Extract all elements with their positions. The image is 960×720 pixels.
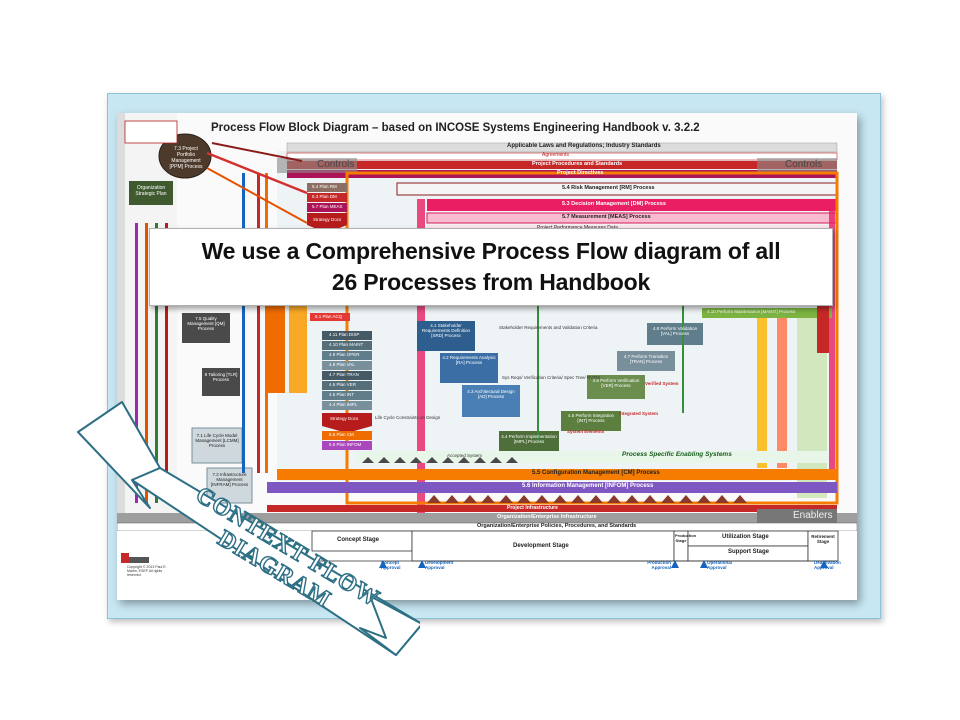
plan-impl: 4.4 Plan IMPL [329, 402, 358, 407]
directives-banner: Project Directives [557, 170, 604, 176]
callout-line-2: 26 Processes from Handbook [331, 269, 651, 295]
controls-right-label: Controls [785, 159, 823, 170]
laws-banner: Applicable Laws and Regulations; Industr… [507, 143, 661, 149]
decision-banner: 5.3 Decision Management [DM] Process [562, 201, 666, 207]
plan-disp: 4.11 Plan DISP [329, 332, 360, 337]
info-banner: 5.6 Information Management [INFOM] Proce… [522, 483, 654, 489]
diagram-title: Process Flow Block Diagram – based on IN… [211, 122, 700, 134]
strategy-docs-bottom: Strategy Docs [330, 416, 359, 421]
ra-block: 4.2 Requirements Analysis [RA] Process [442, 355, 496, 365]
plan-tran: 4.7 Plan TRAN [329, 372, 359, 377]
ppm-block: 7.3 Project Portfolio Management [PPM] P… [169, 146, 203, 170]
support-stage: Support Stage [728, 549, 770, 555]
callout-box: We use a Comprehensive Process Flow diag… [149, 228, 833, 306]
utilization-stage: Utilization Stage [722, 534, 769, 540]
agreements-banner: Agreements [542, 152, 569, 158]
plan-meas: 5.7 Plan MEAS [312, 204, 343, 209]
controls-left-label: Controls [317, 159, 355, 170]
impl-block: 4.4 Perform Implementation [IMPL] Proces… [501, 434, 557, 444]
lifecycle-flow: Life Cycle Constraints on Design [375, 415, 441, 420]
int-block: 4.5 Perform Integration [INT] Process [567, 413, 615, 423]
integrated-system-label: Integrated System [619, 411, 659, 416]
deactivation-approval: Deactivation Approval [814, 560, 841, 570]
verified-system-label: Verified System [645, 381, 679, 386]
ribbon-band [131, 467, 420, 656]
plan-val: 4.8 Plan VAL [329, 362, 355, 367]
plan-infom: 5.6 Plan INFOM [329, 442, 362, 447]
plan-acq: 5.1 Plan ACQ [315, 314, 343, 319]
project-infra-banner: Project Infrastructure [507, 505, 558, 511]
config-banner: 5.5 Configuration Management [CM] Proces… [532, 470, 660, 476]
qm-block: 7.5 Quality Management [QM] Process [187, 316, 225, 331]
plan-rm: 5.4 Plan RM [312, 184, 337, 189]
copyright-note: Copyright © 2013 Paul E. Martin, ESEP Al… [127, 565, 167, 577]
risk-banner: 5.4 Risk Management [RM] Process [562, 185, 655, 191]
system-elements-label: System Elements [567, 429, 605, 434]
org-strategic-block: Organization Strategic Plan [135, 185, 167, 197]
val-block: 4.8 Perform Validation [VAL] Process [652, 326, 698, 336]
context-flow-ribbon: CONTEXT FLOW DIAGRAM [77, 401, 420, 656]
development-stage: Development Stage [513, 543, 569, 549]
stakeholder-req-flow: Stakeholder Requirements and Validation … [499, 325, 598, 330]
srd-block: 4.1 Stakeholder Requirements Definition … [421, 323, 471, 338]
callout-text: We use a Comprehensive Process Flow diag… [202, 236, 781, 298]
measurement-banner: 5.7 Measurement [MEAS] Process [562, 214, 651, 220]
accepted-system-label: Accepted System [447, 453, 483, 458]
ad-block: 4.3 Architectural Design [AD] Process [467, 389, 515, 399]
tlr-block: 8 Tailoring [TLR] Process [204, 372, 238, 382]
sys-reqs-flow: Sys Reqs/ Verification Criteria/ Spec Tr… [502, 375, 600, 380]
plan-oper: 4.9 Plan OPER [329, 352, 360, 357]
infram-block: 7.2 Infrastructure Management [INFRAM] P… [210, 472, 249, 487]
production-stage: Production Stage [675, 533, 697, 543]
plan-maint: 4.10 Plan MAINT [329, 342, 364, 347]
enabling-systems-label: Process Specific Enabling Systems [622, 451, 732, 458]
org-policies-banner: Organization/Enterprise Policies, Proced… [477, 523, 637, 529]
concept-approval: Concept Approval [381, 560, 401, 570]
strategy-docs-top: Strategy Docs [313, 217, 342, 222]
ribbon-left-tail [77, 401, 161, 509]
org-infra-banner: Organization/Enterprise Infrastructure [497, 514, 597, 520]
lcmm-block: 7.1 Life Cycle Model Management [LCMM] P… [195, 433, 239, 448]
callout-line-1: We use a Comprehensive Process Flow diag… [201, 238, 781, 264]
maint-banner: 4.10 Perform Maintenance [MAINT] Process [707, 309, 796, 314]
plan-ver: 4.6 Plan VER [329, 382, 357, 387]
concept-stage: Concept Stage [337, 537, 380, 543]
plan-cm: 5.5 Plan CM [329, 432, 354, 437]
ribbon-right-tail [359, 595, 420, 656]
development-approval: Development Approval [425, 560, 454, 570]
procedures-banner: Project Procedures and Standards [532, 161, 623, 167]
enablers-label: Enablers [793, 510, 833, 521]
ver-block: 4.6 Perform Verification [VER] Process [592, 378, 640, 388]
operational-approval: Operational Approval [707, 560, 733, 570]
plan-dm: 5.3 Plan DM [312, 194, 337, 199]
tran-block: 4.7 Perform Transition [TRAN] Process [623, 354, 669, 364]
retirement-stage: Retirement Stage [811, 534, 835, 544]
plan-int: 4.5 Plan INT [329, 392, 355, 397]
production-approval: Production Approval [647, 560, 671, 570]
